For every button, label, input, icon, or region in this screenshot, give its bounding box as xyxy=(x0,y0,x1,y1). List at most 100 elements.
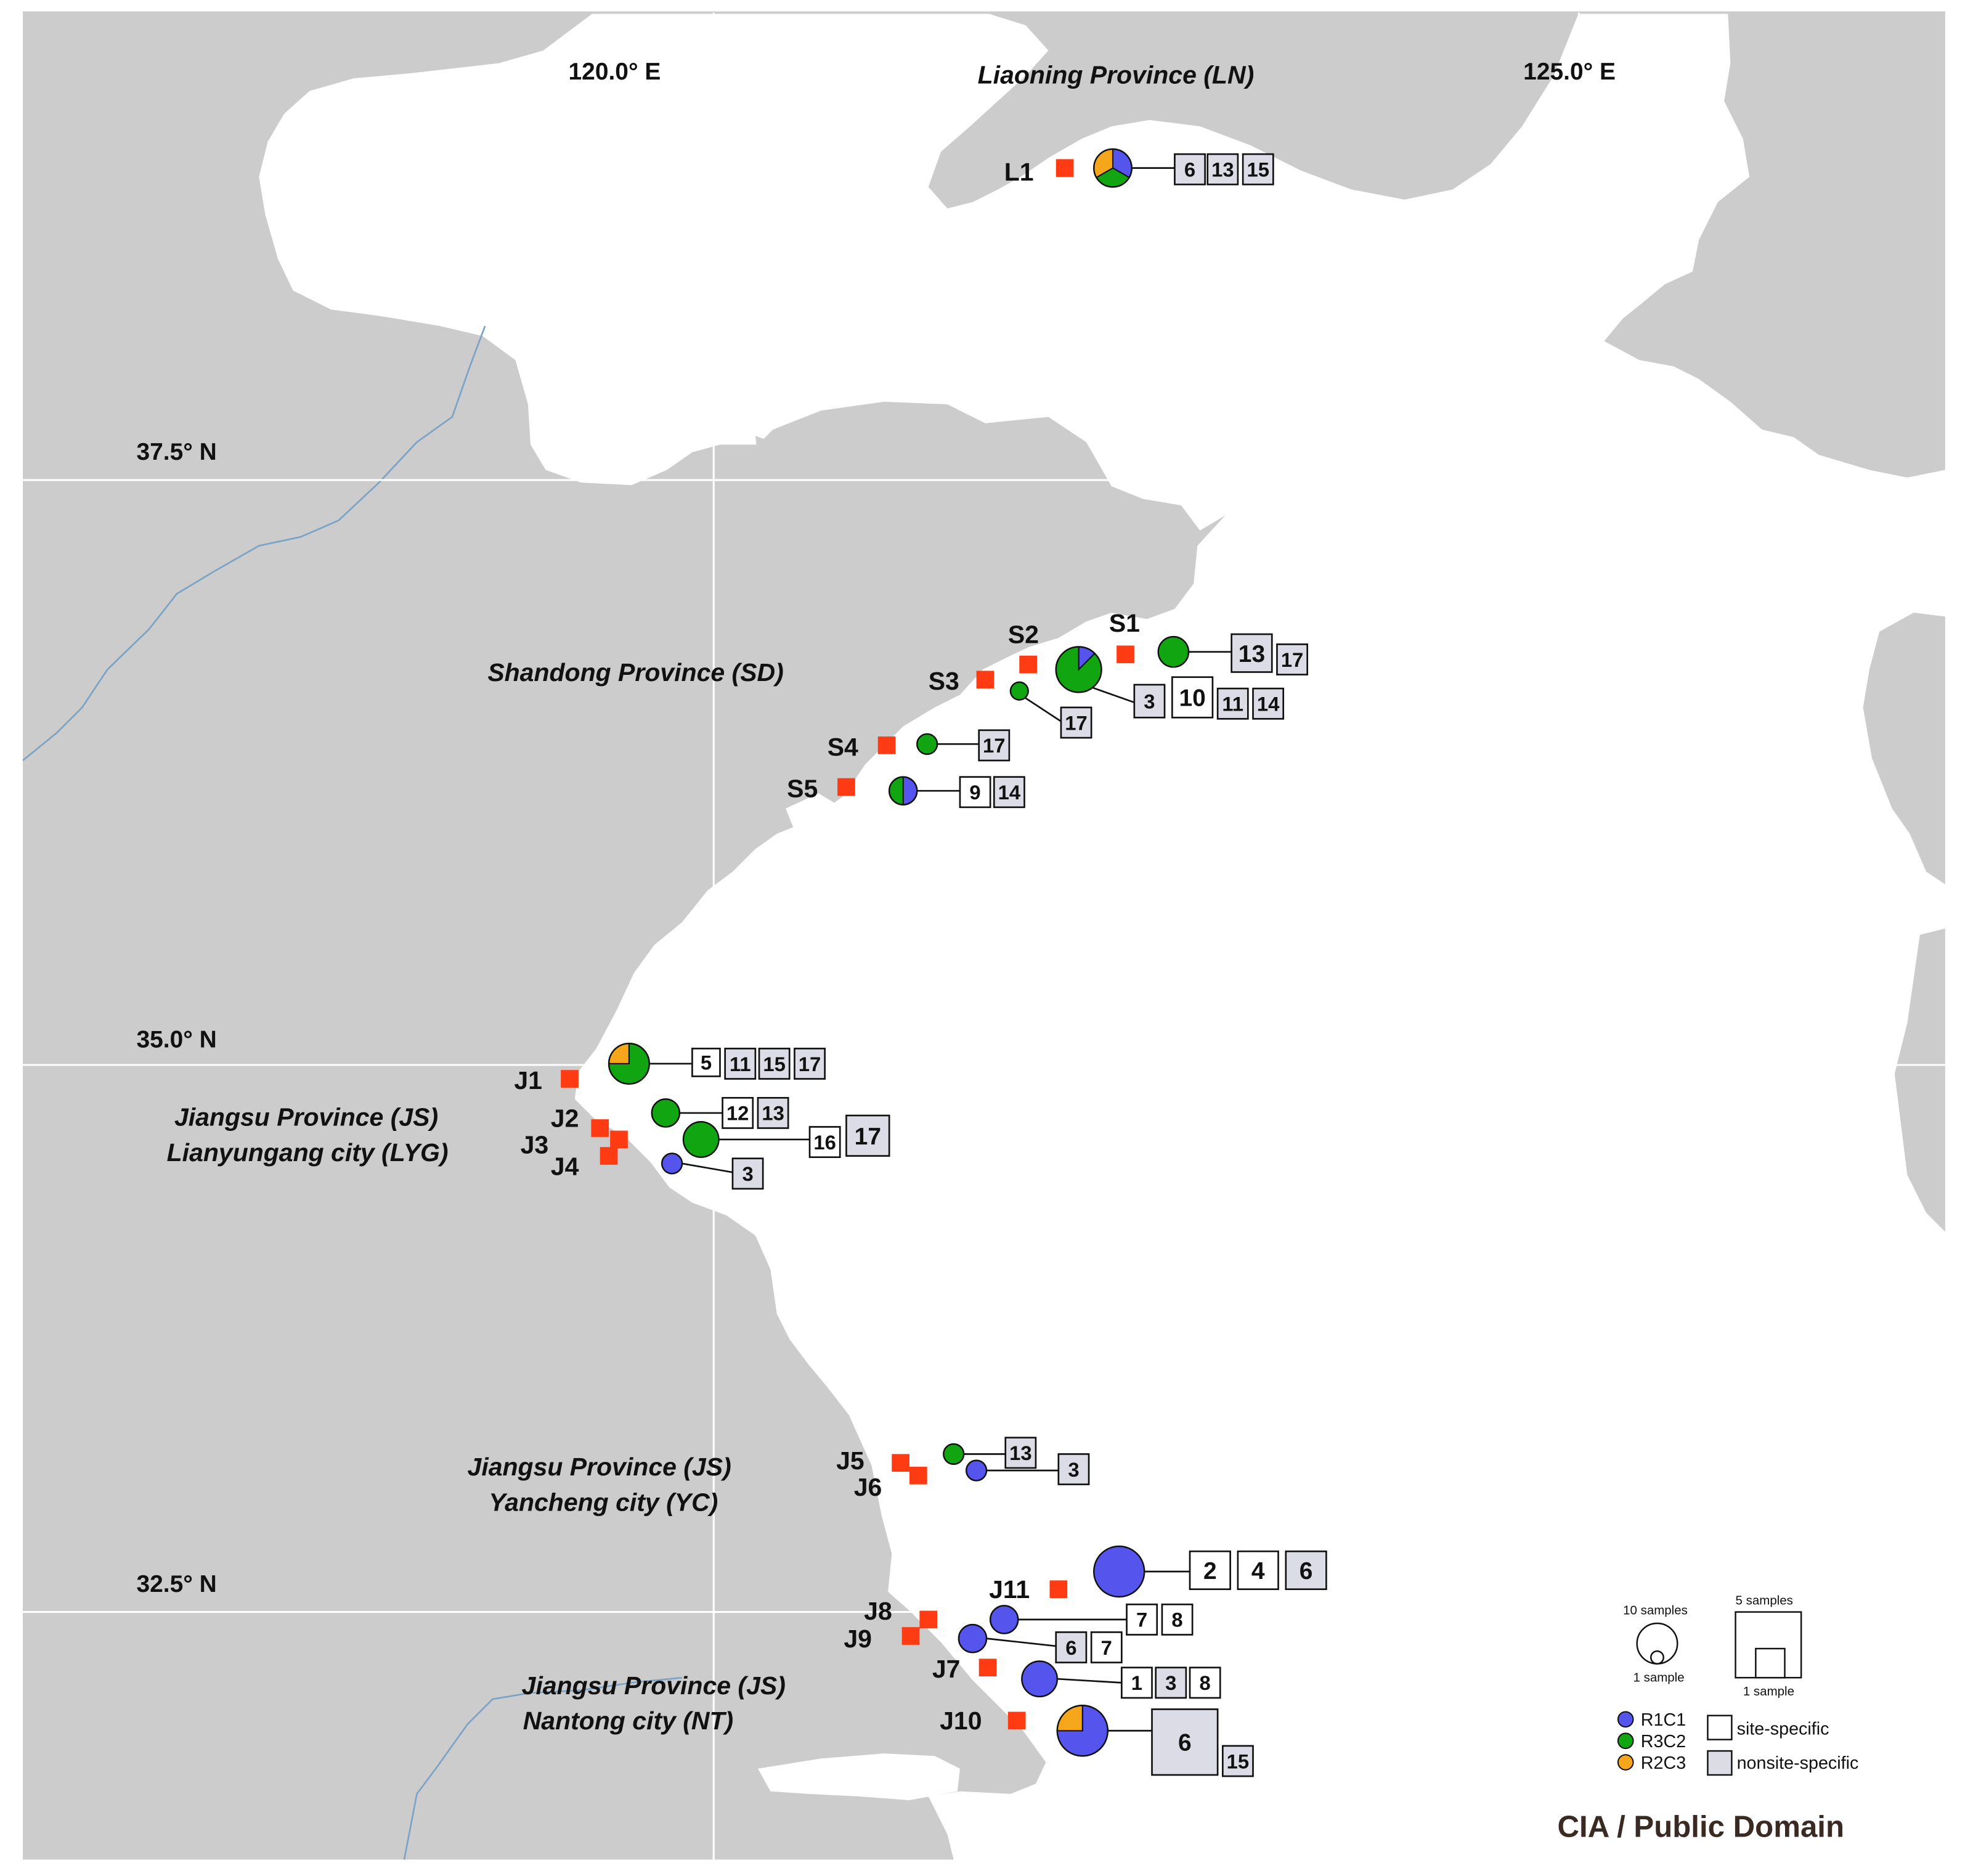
legend-square-small-label: 1 sample xyxy=(1743,1684,1794,1699)
pie-slice-r3c2 xyxy=(1009,681,1029,701)
site-label: S1 xyxy=(1109,609,1140,637)
haplotype-box xyxy=(1133,683,1166,719)
haplotype-number: 15 xyxy=(1227,1750,1249,1772)
region-liaoning: Liaoning Province (LN) xyxy=(978,60,1255,89)
pie-slice-r1c1 xyxy=(958,1623,988,1654)
haplotype-number: 11 xyxy=(1222,693,1243,716)
land-korea xyxy=(1604,12,1945,478)
haplotype-box xyxy=(724,1048,757,1080)
region-jiangsu-nt-2: Nantong city (NT) xyxy=(523,1707,734,1735)
region-jiangsu-lyg-2: Lianyungang city (LYG) xyxy=(167,1138,449,1167)
sea-yangtze-estuary xyxy=(757,1753,960,1801)
legend-nonsite-specific-swatch xyxy=(1707,1750,1733,1776)
site-label: J3 xyxy=(521,1130,549,1159)
legend-nonsite-specific-label: nonsite-specific xyxy=(1737,1753,1859,1773)
haplotype-box xyxy=(1090,1631,1123,1663)
haplotype-number: 3 xyxy=(1068,1458,1079,1481)
river-yellow xyxy=(22,325,486,762)
pie-slice-r1c1 xyxy=(989,1605,1019,1634)
haplotype-box xyxy=(808,1126,841,1158)
region-jiangsu-yc-1: Jiangsu Province (JS) xyxy=(468,1453,731,1481)
lat-label-37-5: 37.5° N xyxy=(136,439,216,465)
haplotype-number: 14 xyxy=(998,781,1021,804)
pie-outline xyxy=(1055,646,1102,693)
site-label: J2 xyxy=(551,1104,579,1132)
haplotype-box xyxy=(1216,687,1249,720)
haplotype-box xyxy=(794,1048,826,1080)
haplotype-number: 6 xyxy=(1178,1730,1192,1756)
site-marker xyxy=(1049,1580,1068,1599)
site-label: J6 xyxy=(854,1473,882,1501)
haplotype-number: 1 xyxy=(1131,1671,1142,1694)
connector-line xyxy=(1057,1678,1122,1684)
site-label: J11 xyxy=(989,1575,1030,1604)
legend-swatch-r2c3 xyxy=(1617,1754,1634,1771)
site-marker xyxy=(610,1130,628,1149)
site-label: S3 xyxy=(929,667,959,695)
haplotype-number: 6 xyxy=(1300,1558,1313,1584)
haplotype-number: 2 xyxy=(1203,1558,1217,1584)
legend-circle-small-label: 1 sample xyxy=(1633,1670,1685,1684)
pie-slice-r1c1 xyxy=(1021,1660,1059,1698)
haplotype-box xyxy=(758,1048,791,1080)
haplotype-box xyxy=(1161,1603,1194,1636)
haplotype-box xyxy=(845,1114,890,1157)
site-marker xyxy=(976,671,995,689)
site-label: J1 xyxy=(514,1066,542,1095)
haplotype-number: 11 xyxy=(730,1053,751,1075)
haplotype-box xyxy=(1060,706,1092,739)
haplotype-number: 10 xyxy=(1179,685,1205,712)
haplotype-number: 4 xyxy=(1251,1558,1265,1584)
haplotype-box xyxy=(731,1157,764,1190)
legend-circle-small xyxy=(1650,1650,1664,1665)
credit-text: CIA / Public Domain xyxy=(1558,1809,1845,1843)
lon-label-125: 125.0° E xyxy=(1523,59,1616,85)
haplotype-number: 13 xyxy=(1239,641,1265,667)
haplotype-number: 8 xyxy=(1200,1671,1211,1694)
haplotype-number: 17 xyxy=(799,1053,821,1075)
haplotype-box xyxy=(1126,1603,1158,1636)
site-marker xyxy=(1056,159,1074,177)
lat-label-35-0: 35.0° N xyxy=(136,1026,216,1053)
haplotype-box xyxy=(1171,676,1214,719)
pie-slice-r1c1 xyxy=(1093,1545,1145,1598)
site-marker xyxy=(561,1070,579,1088)
connector-line xyxy=(1091,686,1135,703)
legend-site-specific-swatch xyxy=(1707,1715,1733,1740)
haplotype-number: 7 xyxy=(1136,1609,1147,1631)
haplotype-box xyxy=(1151,1708,1219,1776)
haplotype-number: 6 xyxy=(1065,1636,1076,1659)
graticule xyxy=(22,12,1945,1860)
haplotype-box xyxy=(1206,153,1239,186)
river-yangtze xyxy=(403,1676,683,1860)
site-marker xyxy=(919,1610,938,1629)
connector-line xyxy=(1023,696,1062,722)
haplotype-box xyxy=(1055,1631,1088,1663)
region-shandong: Shandong Province (SD) xyxy=(487,658,783,687)
haplotype-box xyxy=(993,776,1025,809)
haplotype-number: 17 xyxy=(1065,711,1087,734)
haplotype-number: 13 xyxy=(1211,158,1234,181)
region-jiangsu-yc-2: Yancheng city (YC) xyxy=(489,1488,718,1517)
pie-outline xyxy=(1056,1705,1109,1757)
site-j6: J6 3 xyxy=(854,1453,1090,1501)
region-jiangsu-lyg-1: Jiangsu Province (JS) xyxy=(174,1103,438,1131)
site-marker xyxy=(1019,655,1037,674)
lat-label-32-5: 32.5° N xyxy=(136,1571,216,1597)
haplotype-number: 3 xyxy=(1144,690,1155,712)
land-korea-south xyxy=(1894,928,1945,1232)
legend-label-r1c1: R1C1 xyxy=(1641,1710,1686,1730)
sea-jiaozhou-bay xyxy=(786,793,844,841)
land-liaodong xyxy=(928,12,1579,209)
